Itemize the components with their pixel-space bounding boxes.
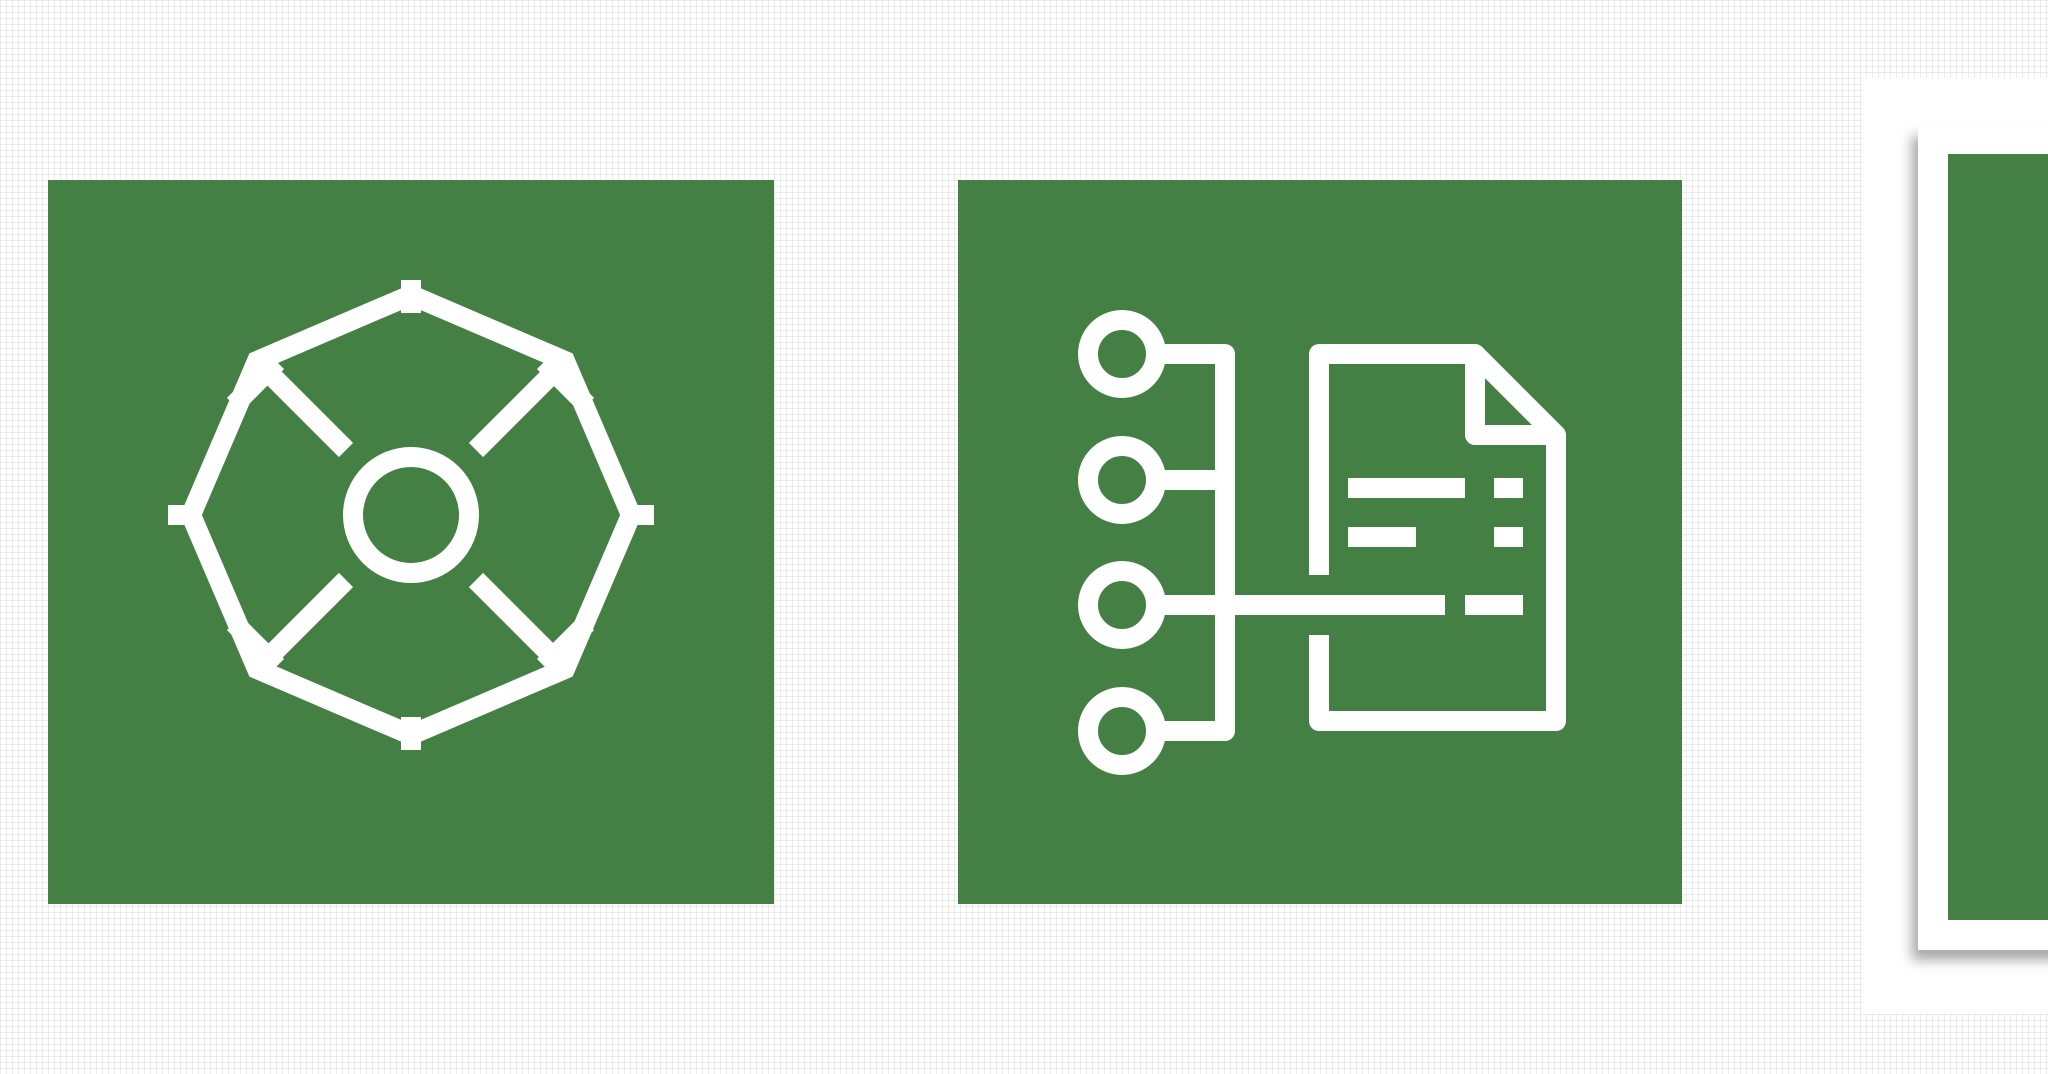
- document-data-flow-icon: [1078, 310, 1566, 775]
- cluster-network-icon: [168, 280, 654, 750]
- partial-icon-tile[interactable]: [1948, 154, 2048, 920]
- cluster-icon-tile[interactable]: [48, 180, 774, 904]
- document-flow-icon-tile[interactable]: [958, 180, 1682, 904]
